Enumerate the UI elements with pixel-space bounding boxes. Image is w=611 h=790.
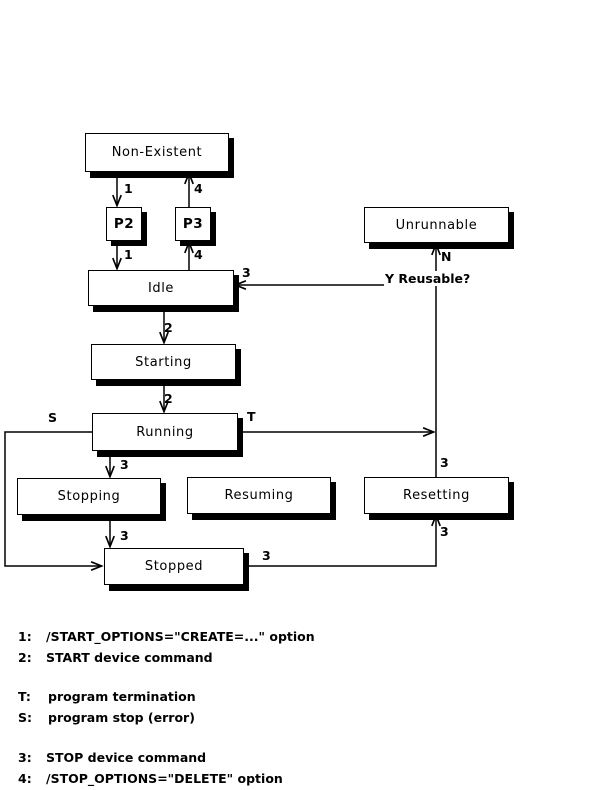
shadow-p3-r — [211, 212, 216, 246]
shadow-p3 — [180, 241, 216, 246]
legend-key-4: 4: — [18, 771, 32, 786]
state-label-unrunnable: Unrunnable — [395, 217, 478, 233]
state-node-running[interactable]: Running — [92, 413, 238, 451]
state-node-stopped[interactable]: Stopped — [104, 548, 244, 585]
shadow-unrunnable — [369, 243, 514, 249]
state-node-idle[interactable]: Idle — [88, 270, 234, 306]
edge-label-non-existent-to-p2: 1 — [124, 181, 133, 196]
state-node-resetting[interactable]: Resetting — [364, 477, 509, 514]
edge-label-reusable-no: N — [441, 249, 452, 264]
state-node-unrunnable[interactable]: Unrunnable — [364, 207, 509, 243]
shadow-starting — [96, 380, 241, 386]
shadow-unrunnable-r — [509, 212, 514, 249]
shadow-non-existent-r — [229, 138, 234, 178]
shadow-resetting — [369, 514, 514, 520]
state-label-running: Running — [136, 424, 194, 440]
shadow-idle — [93, 306, 239, 312]
state-label-p3: P3 — [182, 216, 204, 232]
state-node-starting[interactable]: Starting — [91, 344, 236, 380]
shadow-stopping-r — [161, 483, 166, 521]
edge-label-reset-to-idle: 3 — [242, 265, 251, 280]
shadow-resetting-r — [509, 482, 514, 520]
edge-label-running-terminate: T — [247, 409, 256, 424]
state-label-stopped: Stopped — [144, 559, 204, 574]
edge-label-p2-to-idle: 1 — [124, 247, 133, 262]
state-node-resuming[interactable]: Resuming — [187, 477, 331, 514]
legend-key-2: 2: — [18, 650, 32, 665]
shadow-resuming-r — [331, 482, 336, 520]
legend-text-s: program stop (error) — [48, 710, 195, 725]
edge-label-resetting-in-top: 3 — [440, 455, 449, 470]
legend-text-4: /STOP_OPTIONS="DELETE" option — [46, 771, 283, 786]
legend-text-2: START device command — [46, 650, 213, 665]
shadow-non-existent — [90, 172, 234, 178]
shadow-running-r — [238, 418, 243, 457]
edge-label-p3-to-non-existent: 4 — [194, 181, 203, 196]
shadow-idle-r — [234, 275, 239, 312]
state-label-idle: Idle — [147, 280, 175, 296]
legend-key-3: 3: — [18, 750, 32, 765]
legend-text-1: /START_OPTIONS="CREATE=..." option — [46, 629, 315, 644]
edge-label-stopping-to-stopped: 3 — [120, 528, 129, 543]
legend-key-t: T: — [18, 689, 31, 704]
edge-label-stopped-to-resetting: 3 — [262, 548, 271, 563]
state-label-resetting: Resetting — [403, 488, 470, 503]
state-label-resuming: Resuming — [224, 488, 294, 503]
shadow-starting-r — [236, 349, 241, 386]
edge-label-idle-to-p3: 4 — [194, 247, 203, 262]
edge-label-reusable-question: Y Reusable? — [384, 271, 472, 286]
state-node-stopping[interactable]: Stopping — [17, 478, 161, 515]
shadow-resuming — [192, 514, 336, 520]
legend-text-t: program termination — [48, 689, 196, 704]
legend-key-1: 1: — [18, 629, 32, 644]
edge-label-resetting-in-bottom: 3 — [440, 524, 449, 539]
shadow-p2-r — [142, 212, 147, 246]
shadow-p2 — [111, 241, 147, 246]
state-label-starting: Starting — [135, 354, 192, 370]
shadow-stopped — [109, 585, 249, 591]
edge-label-idle-to-starting: 2 — [164, 320, 173, 335]
shadow-stopped-r — [244, 553, 249, 591]
shadow-running — [97, 451, 243, 457]
legend-text-3: STOP device command — [46, 750, 207, 765]
state-label-stopping: Stopping — [57, 489, 121, 504]
edge-label-running-stop: S — [48, 410, 58, 425]
edge-label-starting-to-running: 2 — [164, 391, 173, 406]
state-node-non-existent[interactable]: Non-Existent — [85, 133, 229, 172]
state-node-p2[interactable]: P2 — [106, 207, 142, 241]
state-label-p2: P2 — [113, 216, 135, 232]
state-node-p3[interactable]: P3 — [175, 207, 211, 241]
state-label-non-existent: Non-Existent — [111, 145, 203, 160]
legend-key-s: S: — [18, 710, 33, 725]
shadow-stopping — [22, 515, 166, 521]
edge-label-running-to-stopping: 3 — [120, 457, 129, 472]
